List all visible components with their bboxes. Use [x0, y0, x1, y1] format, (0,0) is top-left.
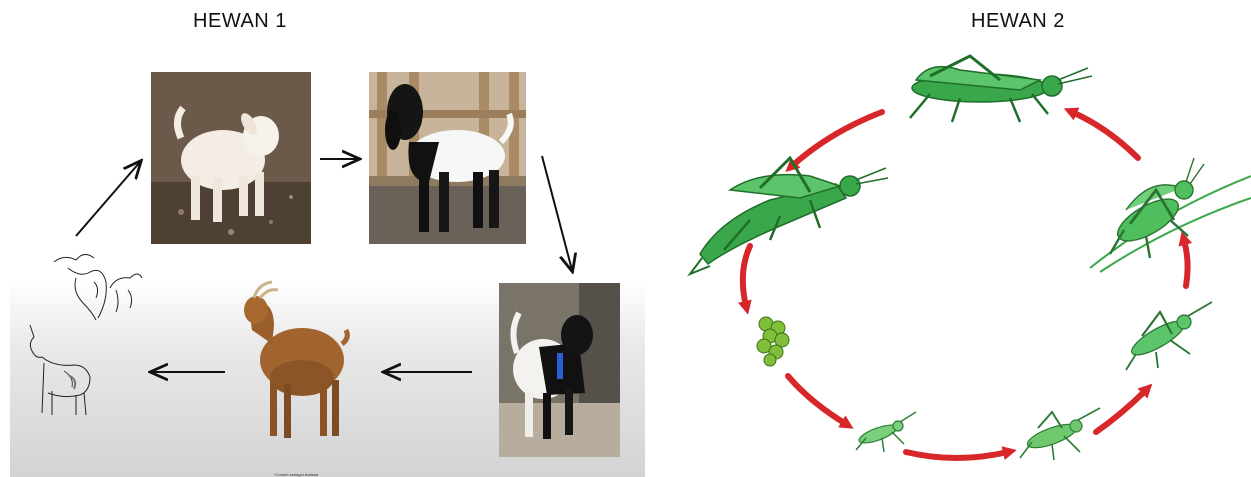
- grasshopper-nymph-4: [1090, 158, 1251, 272]
- grasshopper-life-cycle-panel: [660, 40, 1251, 477]
- grasshopper-nymph-2: [1020, 408, 1100, 460]
- cycle-arrow-nymph3-to-nymph4: [1184, 240, 1188, 286]
- cycle-arrow-left-to-egg: [743, 246, 750, 306]
- sketch-goat-birth: [50, 248, 150, 328]
- goat-life-cycle-panel: *Contoh sebagai ilustrasi: [10, 56, 645, 477]
- cycle-arrow-top-to-left: [792, 112, 882, 166]
- grasshopper-nymph-3: [1126, 302, 1212, 370]
- cycle-arrow-egg-to-nymph1: [788, 376, 846, 424]
- photo-goat-adult: [232, 280, 352, 450]
- goat-caption: *Contoh sebagai ilustrasi: [274, 472, 318, 477]
- title-hewan-1: HEWAN 1: [140, 10, 340, 33]
- photo-goat-kid: [151, 72, 311, 244]
- cycle-arrow-nymph1-to-nymph2: [906, 452, 1008, 458]
- grasshopper-adult-top: [910, 56, 1092, 122]
- sketch-goat-pregnant: [24, 321, 104, 421]
- grasshopper-egg-cluster: [757, 317, 789, 366]
- title-hewan-2: HEWAN 2: [918, 10, 1118, 33]
- cycle-arrow-nymph2-to-nymph3: [1096, 390, 1146, 432]
- arrow-birth-to-kid: [76, 162, 140, 236]
- arrow-young-to-teen: [542, 156, 572, 270]
- photo-goat-young: [369, 72, 526, 244]
- photo-goat-teen: [499, 283, 620, 457]
- cycle-arrow-nymph4-to-top: [1072, 112, 1138, 158]
- grasshopper-nymph-1: [856, 412, 916, 452]
- grasshopper-adult-left: [690, 158, 888, 274]
